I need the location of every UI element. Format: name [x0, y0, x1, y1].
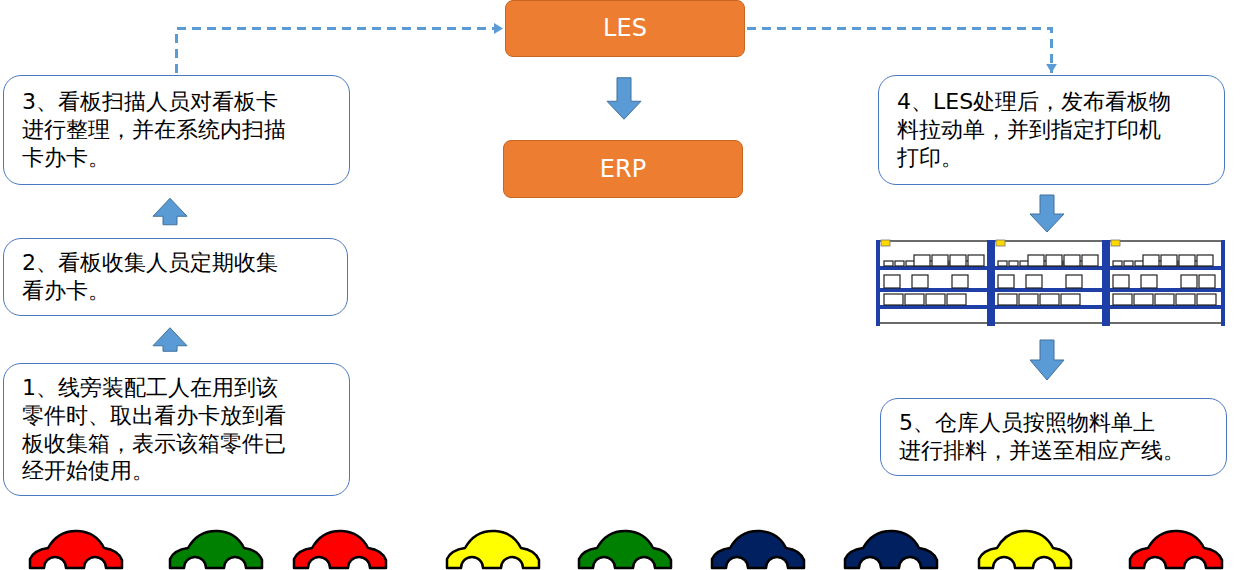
- process-box: 5、仓库人员按照物料单上 进行排料，并送至相应产线。: [880, 398, 1227, 476]
- process-box: 4、LES处理后，发布看板物 料拉动单，并到指定打印机 打印。: [878, 75, 1225, 185]
- flow-connector: [607, 78, 641, 120]
- flow-connector: [747, 29, 1057, 74]
- node-text: 5、仓库人员按照物料单上 进行排料，并送至相应产线。: [899, 409, 1208, 464]
- flow-connector: [153, 328, 187, 352]
- system-box: LES: [505, 0, 745, 57]
- node-text: 1、线旁装配工人在用到该 零件时、取出看办卡放到看 板收集箱，表示该箱零件已 经…: [22, 374, 331, 485]
- node-text: 4、LES处理后，发布看板物 料拉动单，并到指定打印机 打印。: [897, 88, 1206, 171]
- flow-connector: [153, 198, 187, 225]
- flow-arrow: [1030, 340, 1064, 380]
- process-box: 1、线旁装配工人在用到该 零件时、取出看办卡放到看 板收集箱，表示该箱零件已 经…: [3, 363, 350, 496]
- flow-arrow: [1030, 195, 1064, 232]
- node-text: 2、看板收集人员定期收集 看办卡。: [22, 249, 329, 304]
- flow-connector: [177, 23, 504, 73]
- node-text: LES: [603, 13, 647, 43]
- process-box: 3、看板扫描人员对看板卡 进行整理，并在系统内扫描 卡办卡。: [3, 75, 350, 185]
- node-text: ERP: [600, 154, 646, 184]
- system-box: ERP: [503, 140, 743, 198]
- process-box: 2、看板收集人员定期收集 看办卡。: [3, 238, 348, 316]
- car-row: [30, 531, 1222, 568]
- node-text: 3、看板扫描人员对看板卡 进行整理，并在系统内扫描 卡办卡。: [22, 88, 331, 171]
- storage-shelf: [876, 240, 1225, 326]
